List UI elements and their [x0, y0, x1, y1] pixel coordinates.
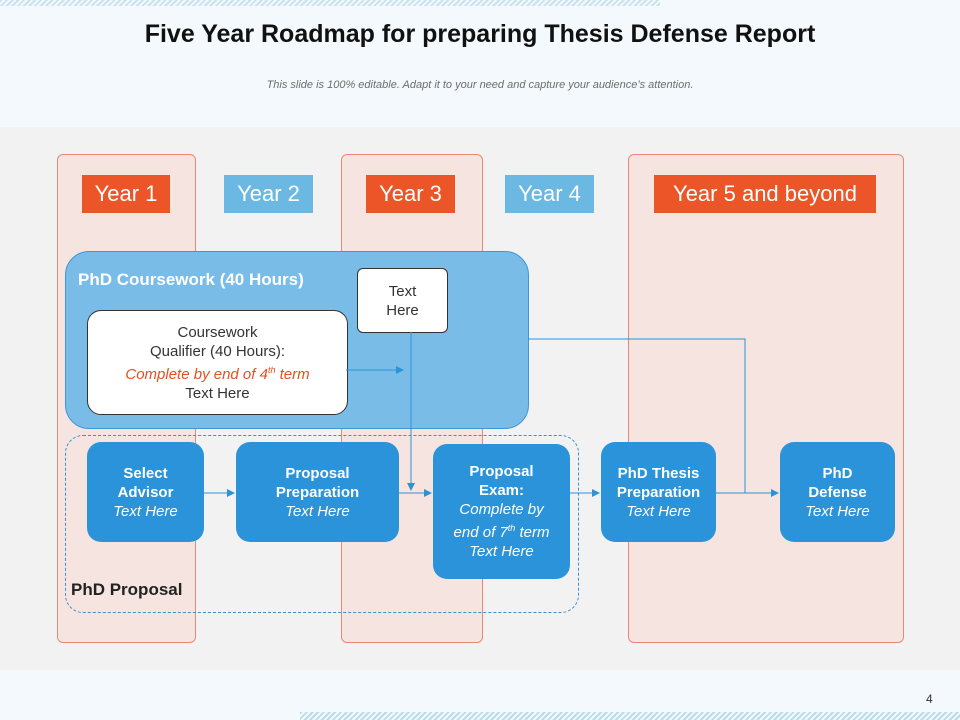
column-year-5 [628, 154, 904, 643]
step-title-1: Proposal [285, 464, 350, 482]
proposal-area [65, 435, 579, 613]
step-title-1: PhD Thesis [617, 464, 700, 482]
step-text: Text Here [285, 502, 350, 520]
step-text: Text Here [469, 543, 534, 560]
proposal-label: PhD Proposal [71, 580, 183, 599]
step-due-2: end of 7th term [453, 523, 550, 541]
step-thesis-preparation: PhD Thesis Preparation Text Here [601, 442, 716, 542]
step-title-2: Preparation [275, 483, 360, 501]
top-hatch-decoration [0, 0, 660, 6]
step-text: Text Here [805, 502, 870, 520]
page-subtitle: This slide is 100% editable. Adapt it to… [266, 79, 694, 91]
step-title-2: Preparation [616, 483, 701, 501]
step-phd-defense: PhD Defense Text Here [780, 442, 895, 542]
step-title-1: PhD [822, 464, 853, 482]
qualifier-text: Text Here [185, 384, 250, 402]
step-proposal-preparation: Proposal Preparation Text Here [236, 442, 399, 542]
step-due-1: Complete by [459, 501, 544, 518]
year-2-label: Year 2 [224, 175, 313, 213]
step-title-2: Exam: [478, 482, 525, 499]
qualifier-line-2: Qualifier (40 Hours): [149, 342, 286, 360]
step-title-1: Select [123, 464, 168, 482]
step-title-1: Proposal [469, 463, 534, 480]
qualifier-line-1: Coursework [177, 323, 258, 341]
year-1-label: Year 1 [82, 175, 170, 213]
step-title-2: Advisor [117, 483, 174, 501]
step-title-2: Defense [808, 483, 867, 501]
page-number: 4 [926, 692, 933, 706]
bottom-hatch-decoration [300, 712, 960, 720]
year-3-label: Year 3 [366, 175, 455, 213]
note-line-1: Text [388, 282, 417, 300]
coursework-qualifier-box: Coursework Qualifier (40 Hours): Complet… [87, 310, 348, 415]
step-proposal-exam: Proposal Exam: Complete by end of 7th te… [433, 444, 570, 579]
year-5-label: Year 5 and beyond [654, 175, 876, 213]
year-4-label: Year 4 [505, 175, 594, 213]
page-title: Five Year Roadmap for preparing Thesis D… [144, 20, 816, 48]
step-text: Text Here [626, 502, 691, 520]
step-text: Text Here [113, 502, 178, 520]
step-select-advisor: Select Advisor Text Here [87, 442, 204, 542]
qualifier-due: Complete by end of 4th term [125, 364, 310, 383]
note-line-2: Here [386, 301, 419, 319]
coursework-note-box: Text Here [357, 268, 448, 333]
coursework-label: PhD Coursework (40 Hours) [78, 270, 304, 289]
